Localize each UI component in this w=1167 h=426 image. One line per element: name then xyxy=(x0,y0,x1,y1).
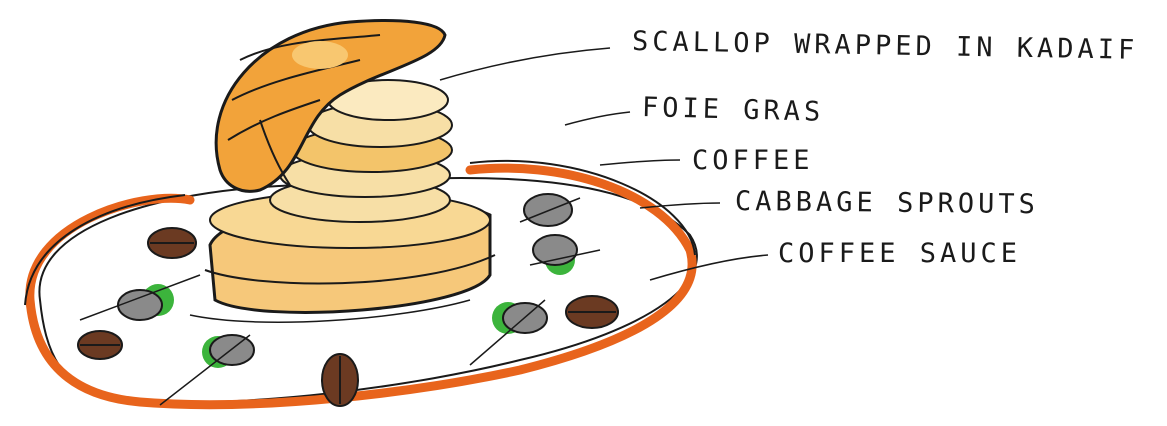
cabbage-sprout xyxy=(529,234,601,275)
coffee-bean xyxy=(147,227,197,259)
leader-line xyxy=(564,111,631,126)
cabbage-sprout xyxy=(79,274,201,321)
coffee-bean xyxy=(565,295,619,329)
leader-line xyxy=(649,254,769,281)
cabbage-sprout xyxy=(519,193,581,227)
leader-lines xyxy=(439,47,769,281)
cabbage-sprout xyxy=(159,334,255,406)
label-cabbage-sprouts: CABBAGE SPROUTS xyxy=(734,186,1039,221)
leader-line xyxy=(439,47,611,81)
cabbage-sprout xyxy=(469,299,548,366)
cabbage-sprouts xyxy=(79,193,601,406)
coffee-beans xyxy=(77,227,619,407)
scallop-kadaif xyxy=(214,19,447,193)
foie-gras-stack xyxy=(269,79,453,223)
leader-line xyxy=(599,159,681,166)
label-coffee: COFFEE xyxy=(692,145,814,176)
coffee-bean xyxy=(321,353,359,407)
label-coffee-sauce: COFFEE SAUCE xyxy=(778,238,1022,269)
coffee-bean xyxy=(77,330,123,360)
label-foie-gras: FOIE GRAS xyxy=(641,92,825,128)
leader-line xyxy=(639,202,721,209)
